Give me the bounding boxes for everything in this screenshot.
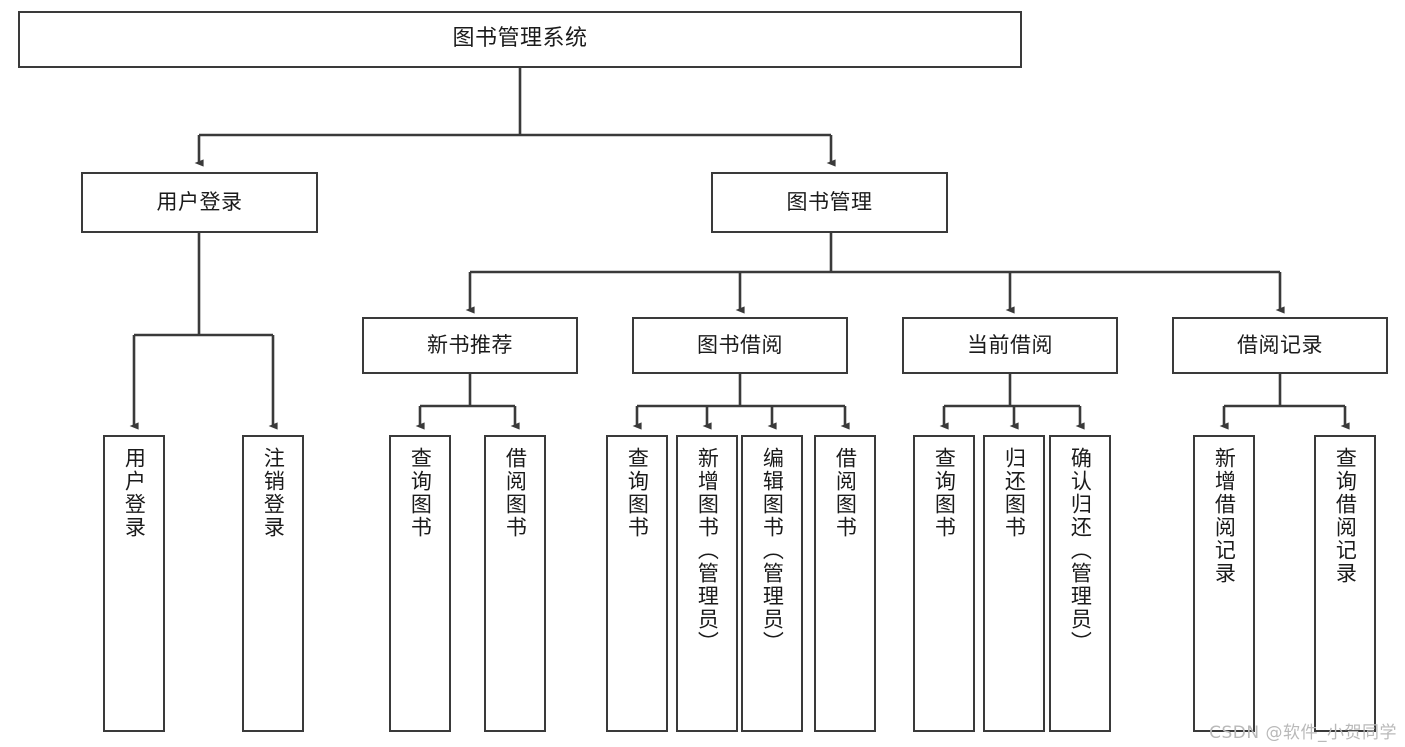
- edge-book-borrow-to-leaves: [632, 374, 850, 430]
- node-leaf-borrow-book-1[interactable]: 借阅图书: [484, 435, 546, 732]
- node-leaf-add-book-admin[interactable]: 新增图书（管理员）: [676, 435, 738, 732]
- node-leaf-query-book-1[interactable]: 查询图书: [389, 435, 451, 732]
- node-label: 借阅记录: [1237, 332, 1323, 357]
- edge-borrow-record-to-leaves: [1219, 374, 1350, 430]
- node-leaf-return-book[interactable]: 归还图书: [983, 435, 1045, 732]
- node-book-manage[interactable]: 图书管理: [711, 172, 948, 233]
- node-label: 当前借阅: [967, 332, 1053, 357]
- node-label: 查询图书: [625, 447, 650, 539]
- node-label: 用户登录: [156, 189, 243, 214]
- node-label: 确认归还（管理员）: [1068, 447, 1093, 654]
- node-leaf-add-borrow-record[interactable]: 新增借阅记录: [1193, 435, 1255, 732]
- node-leaf-query-book-3[interactable]: 查询图书: [913, 435, 975, 732]
- node-leaf-edit-book-admin[interactable]: 编辑图书（管理员）: [741, 435, 803, 732]
- node-leaf-user-login[interactable]: 用户登录: [103, 435, 165, 732]
- node-new-book-recommend[interactable]: 新书推荐: [362, 317, 578, 374]
- node-leaf-query-book-2[interactable]: 查询图书: [606, 435, 668, 732]
- node-label: 新增借阅记录: [1212, 447, 1237, 585]
- node-label: 图书管理: [786, 189, 873, 214]
- edge-book-manage-to-level3: [465, 233, 1285, 314]
- node-leaf-borrow-book-2[interactable]: 借阅图书: [814, 435, 876, 732]
- edge-user-login-to-leaves: [129, 233, 278, 430]
- edge-root-to-level2: [194, 68, 836, 167]
- node-leaf-confirm-return-admin[interactable]: 确认归还（管理员）: [1049, 435, 1111, 732]
- node-current-borrow[interactable]: 当前借阅: [902, 317, 1118, 374]
- node-label: 借阅图书: [833, 447, 858, 539]
- node-label: 新书推荐: [427, 332, 513, 357]
- node-label: 编辑图书（管理员）: [760, 447, 785, 654]
- node-borrow-record[interactable]: 借阅记录: [1172, 317, 1388, 374]
- node-label: 新增图书（管理员）: [695, 447, 720, 654]
- node-label: 查询借阅记录: [1333, 447, 1358, 585]
- node-leaf-logout-login[interactable]: 注销登录: [242, 435, 304, 732]
- node-book-borrow[interactable]: 图书借阅: [632, 317, 848, 374]
- edge-current-borrow-to-leaves: [939, 374, 1085, 430]
- node-label: 用户登录: [122, 447, 147, 539]
- node-root-book-management-system[interactable]: 图书管理系统: [18, 11, 1022, 68]
- edge-new-book-recommend-to-leaves: [415, 374, 520, 430]
- node-label: 注销登录: [261, 447, 286, 539]
- node-label: 查询图书: [408, 447, 433, 539]
- node-label: 查询图书: [932, 447, 957, 539]
- node-label: 归还图书: [1002, 447, 1027, 539]
- node-user-login[interactable]: 用户登录: [81, 172, 318, 233]
- node-leaf-query-borrow-record[interactable]: 查询借阅记录: [1314, 435, 1376, 732]
- node-label: 借阅图书: [503, 447, 528, 539]
- node-label: 图书管理系统: [452, 26, 588, 52]
- node-label: 图书借阅: [697, 332, 783, 357]
- watermark: CSDN @软件_小贺同学: [1209, 723, 1397, 743]
